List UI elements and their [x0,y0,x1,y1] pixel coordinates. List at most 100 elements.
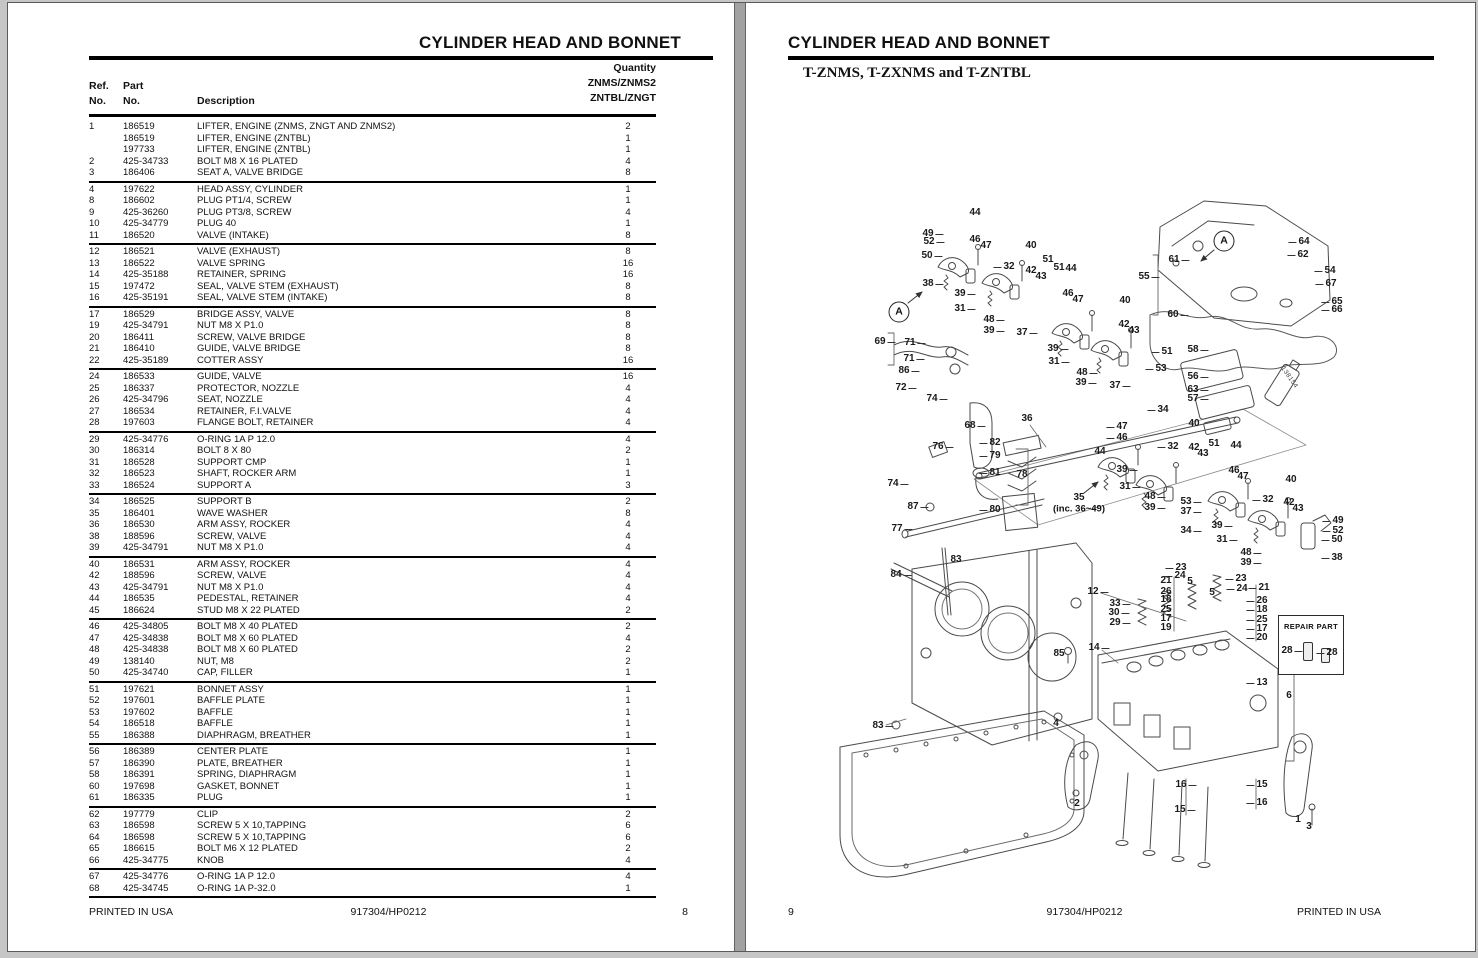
qty-cell: 8 [625,308,631,320]
ref-cell: 52 [89,695,100,706]
ref-cell: 54 [89,718,100,729]
diagram-callout: 39 [1144,502,1166,513]
diagram-callout: 63 [1187,384,1209,395]
ref-cell [89,133,123,145]
desc-cell: FLANGE BOLT, RETAINER [197,417,314,428]
ref-cell: 28 [89,417,100,428]
diagram-callout: 31 [1216,534,1238,545]
desc-cell: SEAT A, VALVE BRIDGE [197,167,303,178]
qty-cell: 1 [625,183,631,195]
diagram-callout: 84 [890,569,912,580]
qty-cell: 1 [625,144,631,155]
ref-cell: 40 [89,558,100,570]
ref-cell: 66 [89,854,100,866]
qty-cell: 1 [625,683,631,695]
qty-cell: 4 [625,417,631,428]
diagram-callout: 86 [898,365,920,376]
diagram-callout: 46 [969,234,981,245]
diagram-callout: 40 [1188,418,1200,429]
diagram-callout: 37 [1109,380,1131,391]
part-cell: 186523 [123,468,155,479]
diagram-callout: 39 [983,325,1005,336]
desc-cell: NUT, M8 [197,655,234,667]
ref-cell: 33 [89,479,100,491]
ref-cell: 15 [89,280,100,292]
ref-cell: 38 [89,530,100,542]
footer-page-number: 8 [682,906,689,918]
diagram-callout: 15 [1246,779,1268,790]
desc-cell: SPRING, DIAPHRAGM [197,769,297,780]
qty-cell: 1 [625,695,631,706]
qty-cell: 16 [622,354,634,366]
ref-cell: 25 [89,382,100,394]
ref-cell: 58 [89,769,100,780]
diagram-callout: 35 [1073,492,1085,503]
desc-cell: VALVE (INTAKE) [197,229,269,241]
qty-cell: 2 [625,843,631,854]
footer-doc-number: 917304/HP0212 [1046,906,1123,918]
desc-cell: BAFFLE PLATE [197,695,265,706]
qty-cell: 2 [625,604,631,616]
qty-cell: 8 [625,343,631,354]
diagram-callout: 42 [1283,497,1295,508]
part-cell: 186530 [123,519,155,530]
left-page-footer: PRINTED IN USA 917304/HP0212 8 [89,906,688,918]
desc-cell: SEAT, NOZZLE [197,394,263,405]
qty-cell: 8 [625,280,631,292]
desc-cell: SUPPORT CMP [197,456,267,468]
desc-cell: O-RING 1A P 12.0 [197,871,275,882]
part-cell: 188596 [123,530,155,542]
diagram-callout: 21 [1248,582,1270,593]
desc-cell: SEAL, VALVE STEM (INTAKE) [197,292,328,303]
diagram-callout: 40 [1119,295,1131,306]
desc-cell: DIAPHRAGM, BREATHER [197,729,311,741]
part-cell: 186337 [123,382,155,394]
diagram-callout: 76 [932,441,954,452]
diagram-callout: 57 [1187,393,1209,404]
ref-cell: 49 [89,655,100,667]
inclusion-note: (inc. 36~49) [1052,503,1106,515]
desc-cell: BOLT M6 X 12 PLATED [197,843,298,854]
desc-cell: SUPPORT B [197,496,252,507]
part-cell: 425-34838 [123,644,169,655]
diagram-callout: 74 [926,393,948,404]
qty-cell: 1 [625,780,631,792]
diagram-callout: 74 [887,478,909,489]
diagram-callout: 85 [1053,648,1065,659]
header-rule [89,114,656,117]
ref-cell: 29 [89,433,100,445]
diagram-callout: 42 [1188,442,1200,453]
diagram-callout: 28 [1281,645,1303,656]
diagram-callout: 3 [1306,821,1312,832]
diagram-callout: 2 [1074,798,1080,809]
diagram-callout: 48 [1144,491,1166,502]
desc-cell: SCREW 5 X 10,TAPPING [197,831,307,843]
diagram-callout: 83 [950,554,962,565]
diagram-callout: 29 [1109,617,1131,628]
diagram-callout: 61 [1168,254,1190,265]
diagram-callout: 43 [1128,325,1140,336]
diagram-callout: 46 [1106,432,1128,443]
part-cell: 425-34796 [123,394,169,405]
diagram-callout: 6 [1286,690,1292,701]
diagram-callout: 51 [1208,438,1220,449]
diagram-callout: 25 [1246,614,1268,625]
desc-cell: BOLT M8 X 60 PLATED [197,632,298,644]
desc-cell: KNOB [197,854,224,866]
ref-cell: 50 [89,667,100,678]
part-cell: 186524 [123,479,155,491]
ref-cell: 36 [89,519,100,530]
ref-cell: 4 [89,183,95,195]
